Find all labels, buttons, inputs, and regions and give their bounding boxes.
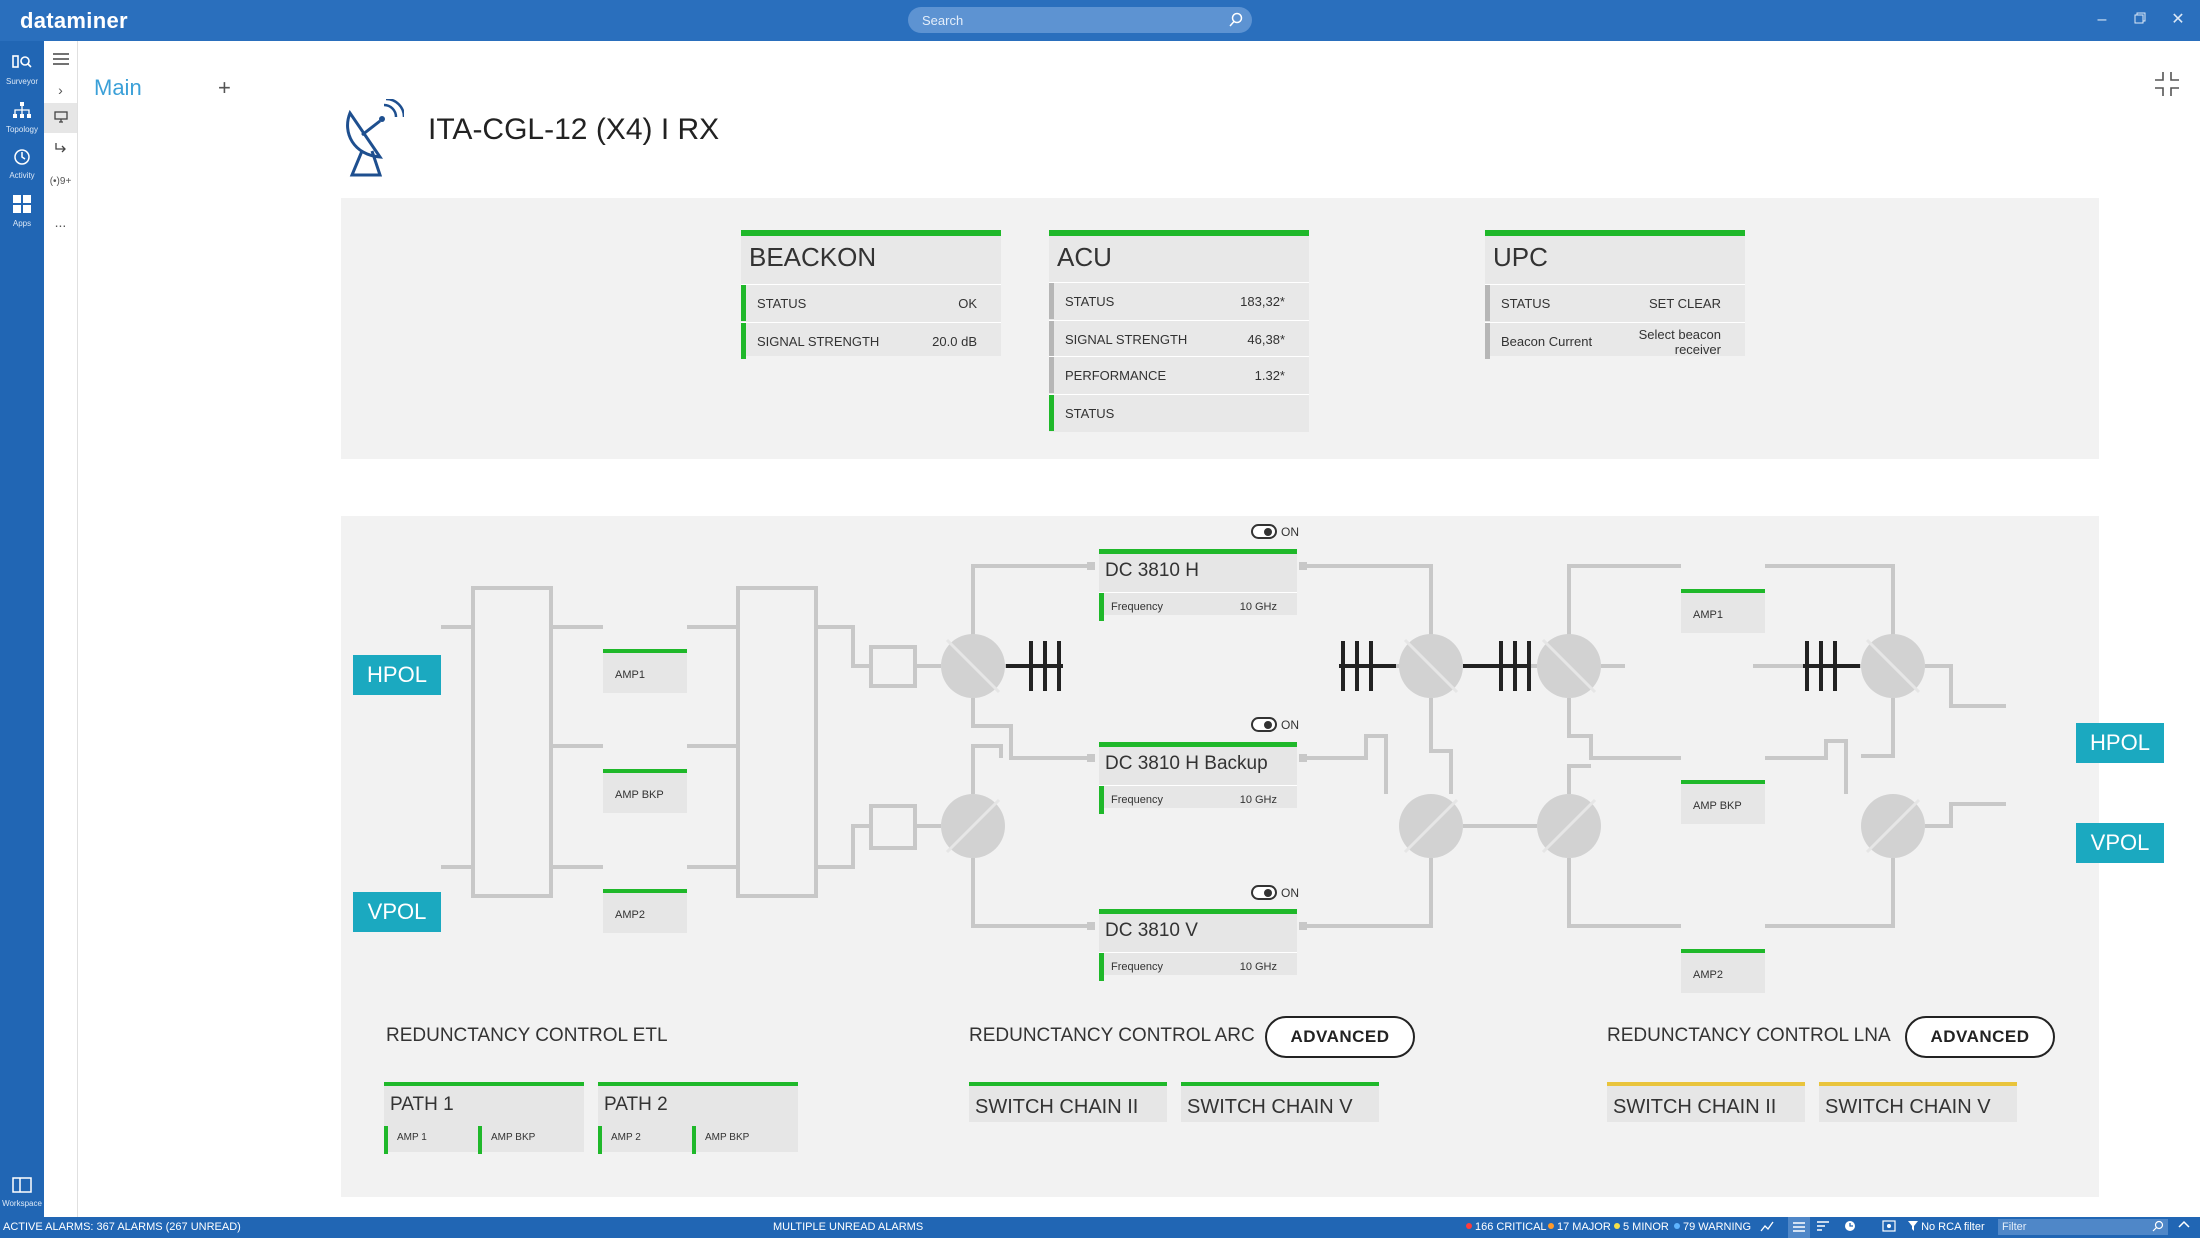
topology-icon	[13, 102, 31, 118]
satellite-dish-icon	[346, 99, 404, 177]
signal-path-diagram	[441, 562, 2006, 930]
chevron-right-icon[interactable]: ›	[58, 82, 63, 98]
path-2-box[interactable]: PATH 2 AMP 2 AMP BKP	[598, 1082, 798, 1154]
amp-right-1[interactable]: AMP1	[1681, 589, 1765, 633]
beacon-card[interactable]: BEACKON STATUS OK SIGNAL STRENGTH 20.0 d…	[741, 230, 1001, 359]
page-title: ITA-CGL-12 (X4) I RX	[428, 113, 720, 146]
dc-v-toggle[interactable]: ON	[1251, 883, 1323, 903]
chevron-up-icon[interactable]	[2178, 1219, 2190, 1232]
filter-input[interactable]	[1998, 1219, 2168, 1235]
funnel-icon	[1908, 1221, 1918, 1231]
restore-icon[interactable]	[2130, 10, 2150, 30]
hpol-left-button[interactable]: HPOL	[353, 655, 441, 695]
monitor-icon[interactable]	[44, 103, 77, 133]
lna-advanced-button[interactable]: ADVANCED	[1905, 1016, 2055, 1058]
redundancy-arc-label: REDUNCTANCY CONTROL ARC	[969, 1025, 1255, 1046]
active-alarms-text[interactable]: ACTIVE ALARMS: 367 ALARMS (267 UNREAD)	[3, 1221, 241, 1233]
acu-signal-row: SIGNAL STRENGTH 46,38*	[1049, 320, 1309, 357]
workspace-icon	[12, 1177, 32, 1193]
focus-icon[interactable]	[1882, 1220, 1896, 1235]
list-view-icon[interactable]	[1788, 1217, 1810, 1238]
diagram-panel: HPOL VPOL HPOL VPOL AMP1 AMP BKP AMP2 AM…	[341, 516, 2164, 1197]
status-panel: BEACKON STATUS OK SIGNAL STRENGTH 20.0 d…	[341, 198, 2099, 459]
search-icon[interactable]	[1228, 12, 1244, 28]
acu-status-row: STATUS 183,32*	[1049, 282, 1309, 319]
acu-card[interactable]: ACU STATUS 183,32* SIGNAL STRENGTH 46,38…	[1049, 230, 1309, 432]
amp-right-bkp[interactable]: AMP BKP	[1681, 780, 1765, 824]
acu-performance-row: PERFORMANCE 1.32*	[1049, 356, 1309, 393]
upc-beacon-row: Beacon Current Select beacon receiver	[1485, 322, 1745, 359]
path-1-box[interactable]: PATH 1 AMP 1 AMP BKP	[384, 1082, 584, 1154]
redundancy-lna-label: REDUNCTANCY CONTROL LNA	[1607, 1025, 1891, 1046]
upc-card[interactable]: UPC STATUS SET CLEAR Beacon Current Sele…	[1485, 230, 1745, 359]
amp-right-2[interactable]: AMP2	[1681, 949, 1765, 993]
acu-status2-row: STATUS	[1049, 394, 1309, 431]
arc-switch-chain-v[interactable]: SWITCH CHAIN V	[1181, 1082, 1379, 1122]
arc-switch-chain-ii[interactable]: SWITCH CHAIN II	[969, 1082, 1167, 1122]
search-input[interactable]	[922, 11, 1222, 29]
trend-icon[interactable]	[1760, 1220, 1774, 1235]
sub-rail: › (•)9+ ...	[44, 41, 78, 1217]
major-count[interactable]: 17 MAJOR	[1548, 1221, 1611, 1233]
title-bar: dataminer – ✕	[0, 0, 2200, 41]
rail-item-surveyor[interactable]: Surveyor	[0, 47, 44, 91]
more-icon[interactable]: ...	[54, 214, 67, 230]
vpol-left-button[interactable]: VPOL	[353, 892, 441, 932]
add-tab-button[interactable]: +	[218, 75, 231, 100]
minor-count[interactable]: 5 MINOR	[1614, 1221, 1669, 1233]
apps-icon	[13, 195, 31, 213]
main-area: Main + ITA-CGL-12 (X4) I RX BEACKON STAT…	[78, 41, 2200, 1217]
rail-item-apps[interactable]: Apps	[0, 189, 44, 233]
left-rail: Surveyor Topology Activity Apps Workspac…	[0, 41, 44, 1217]
tab-main[interactable]: Main	[94, 75, 142, 100]
sort-icon[interactable]	[1816, 1220, 1830, 1235]
alarm-counter[interactable]: (•)9+	[49, 176, 72, 187]
beacon-signal-row: SIGNAL STRENGTH 20.0 dB	[741, 322, 1001, 359]
hamburger-icon[interactable]	[44, 45, 77, 75]
redundancy-etl-label: REDUNCTANCY CONTROL ETL	[386, 1025, 668, 1046]
lna-switch-chain-ii[interactable]: SWITCH CHAIN II	[1607, 1082, 1805, 1122]
filter-search-icon[interactable]	[2152, 1220, 2164, 1235]
filter-symbols	[1006, 641, 1860, 691]
dc-h-toggle[interactable]: ON	[1251, 522, 1323, 542]
rail-item-workspace[interactable]: Workspace	[0, 1169, 44, 1213]
warning-count[interactable]: 79 WARNING	[1674, 1221, 1751, 1233]
rail-item-activity[interactable]: Activity	[0, 141, 44, 185]
rail-item-topology[interactable]: Topology	[0, 95, 44, 139]
arc-advanced-button[interactable]: ADVANCED	[1265, 1016, 1415, 1058]
search-box[interactable]	[908, 7, 1252, 33]
hpol-right-button[interactable]: HPOL	[2076, 723, 2164, 763]
app-logo: dataminer	[20, 8, 128, 33]
activity-icon	[14, 149, 30, 165]
close-icon[interactable]: ✕	[2171, 11, 2185, 28]
beacon-status-row: STATUS OK	[741, 284, 1001, 321]
rca-filter[interactable]: No RCA filter	[1908, 1221, 1985, 1233]
lna-switch-chain-v[interactable]: SWITCH CHAIN V	[1819, 1082, 2017, 1122]
amp-left-bkp[interactable]: AMP BKP	[603, 769, 687, 813]
minimize-icon[interactable]: –	[2097, 11, 2107, 28]
vpol-right-button[interactable]: VPOL	[2076, 823, 2164, 863]
critical-count[interactable]: 166 CRITICAL	[1466, 1221, 1547, 1233]
surveyor-icon	[12, 55, 32, 68]
amp-left-1[interactable]: AMP1	[603, 649, 687, 693]
collapse-icon[interactable]	[2154, 71, 2180, 97]
dc-h-backup-toggle[interactable]: ON	[1251, 715, 1323, 735]
upc-status-row: STATUS SET CLEAR	[1485, 284, 1745, 321]
clock-icon[interactable]	[1844, 1220, 1856, 1235]
route-icon[interactable]	[44, 135, 77, 165]
status-bar: ACTIVE ALARMS: 367 ALARMS (267 UNREAD) M…	[0, 1217, 2200, 1238]
unread-alarms-text[interactable]: MULTIPLE UNREAD ALARMS	[773, 1221, 924, 1233]
amp-left-2[interactable]: AMP2	[603, 889, 687, 933]
